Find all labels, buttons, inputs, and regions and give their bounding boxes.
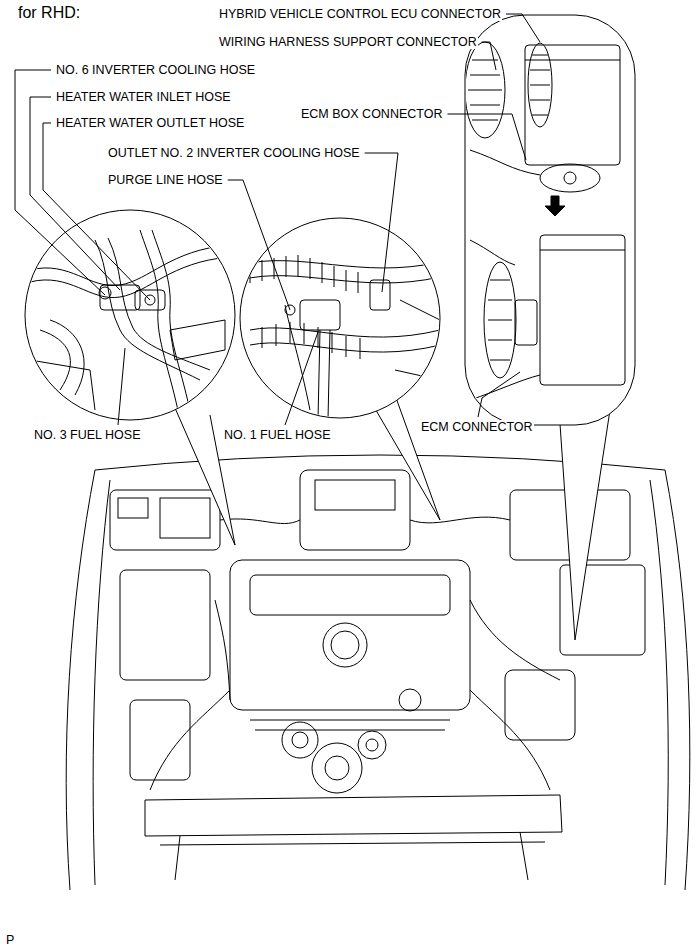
part-label: PURGE LINE HOSE bbox=[107, 173, 224, 187]
diagram-title: for RHD: bbox=[18, 4, 80, 22]
leader-line bbox=[365, 153, 398, 292]
part-label: HEATER WATER OUTLET HOSE bbox=[55, 116, 245, 130]
leader-line bbox=[478, 372, 520, 417]
part-label: WIRING HARNESS SUPPORT CONNECTOR bbox=[218, 35, 478, 49]
part-label: NO. 3 FUEL HOSE bbox=[33, 428, 142, 442]
detail-callout bbox=[240, 218, 440, 520]
part-label: ECM CONNECTOR bbox=[420, 420, 534, 434]
leader-line bbox=[482, 42, 496, 70]
part-label: NO. 6 INVERTER COOLING HOSE bbox=[55, 63, 256, 77]
leader-line bbox=[285, 332, 318, 425]
part-label: HEATER WATER INLET HOSE bbox=[55, 90, 232, 104]
leader-line bbox=[447, 114, 526, 160]
figure-code: P bbox=[5, 933, 15, 947]
detail-callout bbox=[465, 15, 635, 640]
part-label: HYBRID VEHICLE CONTROL ECU CONNECTOR bbox=[218, 7, 502, 21]
leader-line bbox=[506, 14, 540, 42]
detail-callout bbox=[25, 210, 235, 545]
part-label: ECM BOX CONNECTOR bbox=[300, 107, 443, 121]
part-label: NO. 1 FUEL HOSE bbox=[223, 428, 332, 442]
engine-bay bbox=[66, 455, 690, 890]
leader-line bbox=[118, 348, 125, 425]
leader-line bbox=[228, 180, 290, 310]
part-label: OUTLET NO. 2 INVERTER COOLING HOSE bbox=[107, 146, 361, 160]
